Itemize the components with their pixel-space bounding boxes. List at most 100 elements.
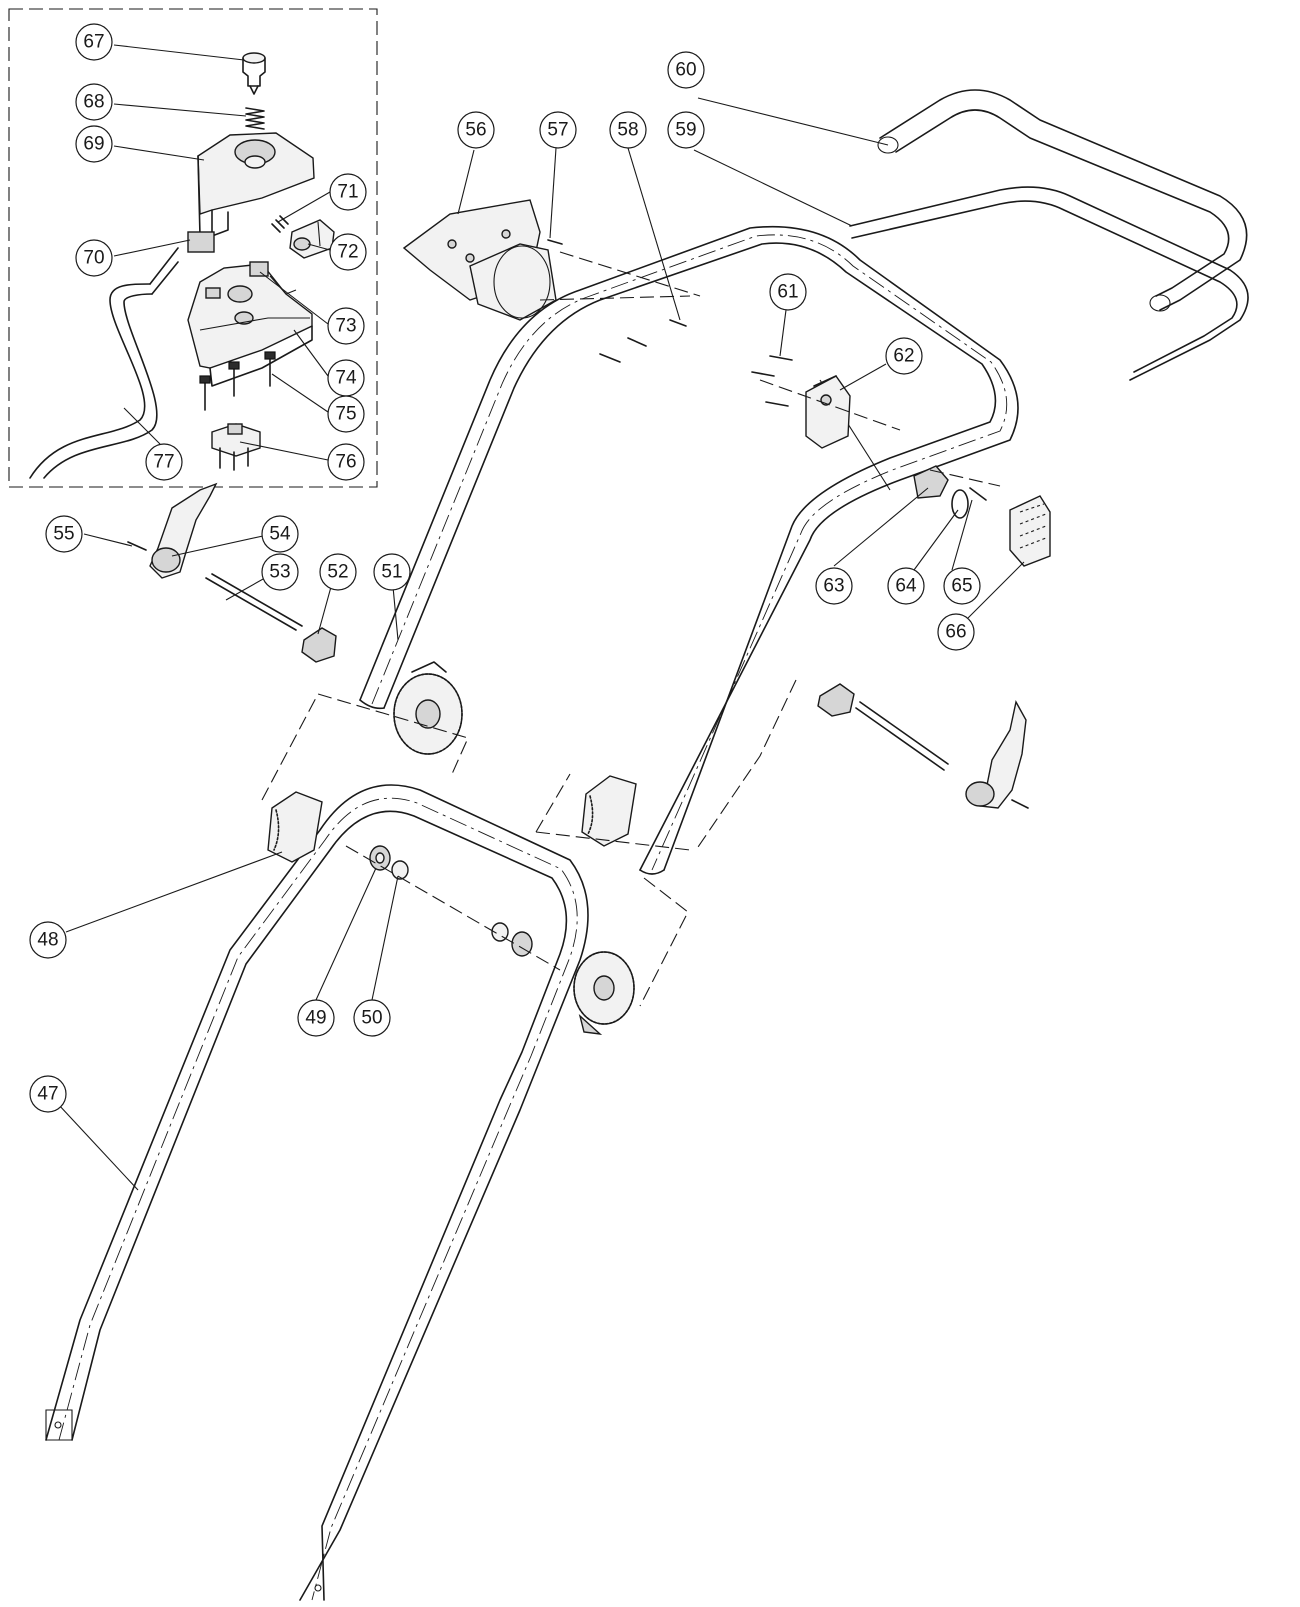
callout-label: 63: [823, 576, 844, 597]
part-ratchet-lower-right: [573, 951, 635, 1035]
callout-label: 64: [895, 576, 917, 597]
callout-59: 59: [667, 111, 705, 149]
part-65-pin: [969, 487, 987, 501]
callout-71: 71: [329, 173, 367, 211]
assembly-guide-axle: [345, 845, 561, 971]
part-53-rod: [205, 573, 303, 631]
callout-55: 55: [45, 515, 83, 553]
part-lever-assembly-right: [817, 683, 1029, 809]
callout-62: 62: [885, 337, 923, 375]
callout-label: 70: [83, 248, 104, 269]
callout-label: 48: [37, 930, 58, 951]
part-50-nut: [391, 860, 409, 880]
part-76-connector: [211, 423, 261, 471]
part-59-crossbar: [849, 186, 1249, 381]
callout-77: 77: [145, 443, 183, 481]
part-ratchet-upper-left: [393, 661, 463, 755]
part-77-cable: [29, 247, 179, 479]
assembly-guide-right: [639, 877, 689, 1007]
part-48-ratchet-left: [267, 791, 323, 863]
callout-51: 51: [373, 553, 411, 591]
callout-label: 59: [675, 120, 696, 141]
part-51-upper-handle: [359, 225, 1019, 875]
callout-label: 71: [337, 182, 358, 203]
part-nut-pair-right: [491, 922, 533, 957]
part-67-knob: [242, 52, 266, 95]
callout-label: 62: [893, 346, 914, 367]
callout-label: 65: [951, 576, 972, 597]
part-64-ring: [951, 489, 969, 519]
assembly-guide-lever: [695, 679, 797, 851]
callout-72: 72: [329, 233, 367, 271]
part-61-screws: [751, 355, 793, 407]
assembly-guide-top: [539, 251, 1001, 487]
part-66-end-cap: [1009, 495, 1051, 567]
callout-label: 69: [83, 134, 104, 155]
callout-75: 75: [327, 395, 365, 433]
part-74-switch-housing: [187, 261, 313, 387]
callout-50: 50: [353, 999, 391, 1037]
callout-label: 60: [675, 60, 696, 81]
callout-74: 74: [327, 359, 365, 397]
callout-label: 56: [465, 120, 486, 141]
callout-68: 68: [75, 83, 113, 121]
assembly-guide-mid: [535, 773, 691, 851]
callout-label: 51: [381, 562, 402, 583]
callout-65: 65: [943, 567, 981, 605]
part-72-switch-block: [289, 219, 335, 259]
callout-56: 56: [457, 111, 495, 149]
callout-47: 47: [29, 1075, 67, 1113]
callout-52: 52: [319, 553, 357, 591]
callout-73: 73: [327, 307, 365, 345]
callout-54: 54: [261, 515, 299, 553]
part-68-spring: [245, 107, 265, 130]
callout-label: 73: [335, 316, 356, 337]
part-49-knob-nut: [369, 845, 391, 871]
callout-label: 53: [269, 562, 290, 583]
callout-label: 75: [335, 404, 356, 425]
callout-67: 67: [75, 23, 113, 61]
callout-48: 48: [29, 921, 67, 959]
callout-label: 68: [83, 92, 104, 113]
part-69-switch-cover: [197, 132, 315, 237]
callout-label: 61: [777, 282, 798, 303]
part-62-handle-bracket: [805, 375, 851, 449]
callout-60: 60: [667, 51, 705, 89]
part-47-lower-handle: [45, 784, 589, 1601]
detail-inset-frame: [8, 8, 378, 488]
callout-label: 57: [547, 120, 568, 141]
callout-label: 72: [337, 242, 358, 263]
callout-label: 55: [53, 524, 74, 545]
part-71-spring: [271, 215, 289, 233]
callout-leaders: [57, 44, 1025, 1191]
part-56-housing: [402, 199, 557, 321]
callout-label: 58: [617, 120, 638, 141]
part-54-lever: [149, 482, 218, 579]
callout-76: 76: [327, 443, 365, 481]
callout-label: 77: [153, 452, 174, 473]
part-63-block: [913, 465, 949, 499]
part-52-cam: [301, 627, 337, 663]
part-57-58-screws: [547, 239, 687, 363]
part-ratchet-mid: [581, 775, 637, 847]
callout-label: 47: [37, 1084, 58, 1105]
part-60-top-handlebar: [877, 89, 1248, 312]
callout-label: 54: [269, 524, 291, 545]
callout-64: 64: [887, 567, 925, 605]
callout-label: 50: [361, 1008, 382, 1029]
callout-69: 69: [75, 125, 113, 163]
callout-58: 58: [609, 111, 647, 149]
callout-label: 66: [945, 622, 966, 643]
callout-49: 49: [297, 999, 335, 1037]
callout-61: 61: [769, 273, 807, 311]
callout-66: 66: [937, 613, 975, 651]
callout-label: 76: [335, 452, 356, 473]
callout-63: 63: [815, 567, 853, 605]
callout-label: 52: [327, 562, 348, 583]
part-75-screws: [199, 351, 276, 411]
callout-70: 70: [75, 239, 113, 277]
part-70-tab: [187, 231, 215, 253]
part-55-bolt: [127, 541, 147, 551]
callout-label: 74: [335, 368, 357, 389]
